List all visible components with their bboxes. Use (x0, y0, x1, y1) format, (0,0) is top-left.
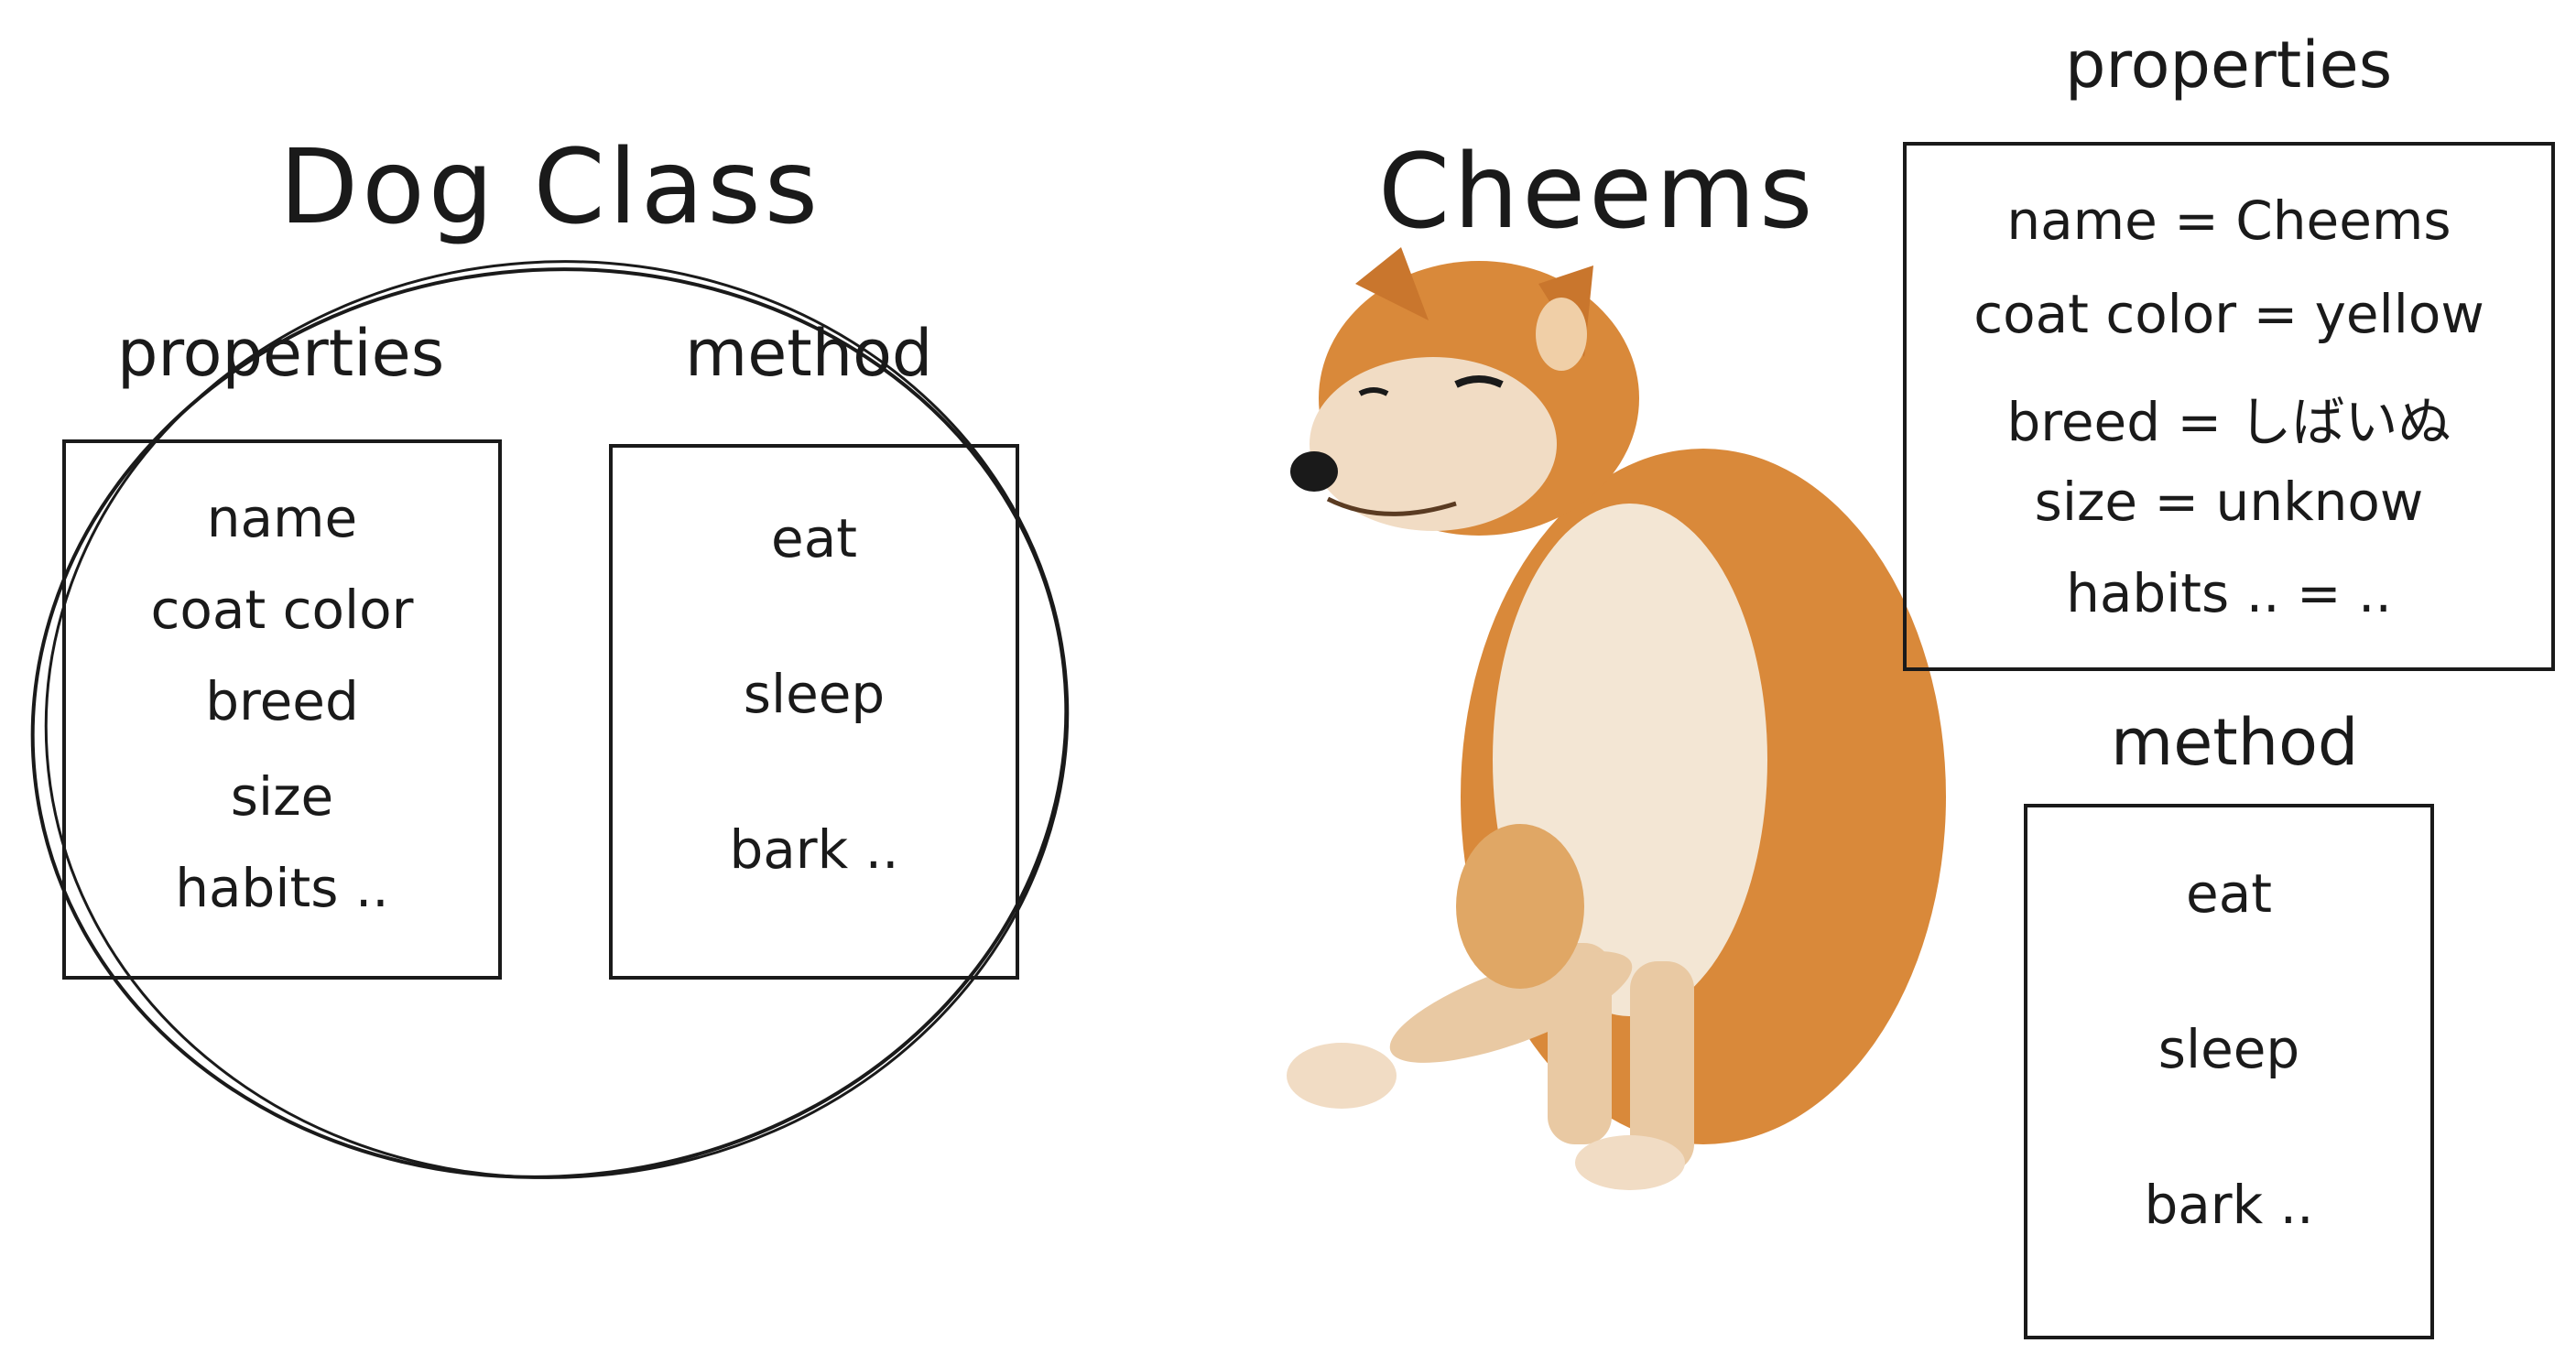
instance-properties-label: properties (2065, 27, 2393, 103)
class-prop-coat-color: coat color (150, 579, 414, 641)
class-prop-breed: breed (205, 670, 359, 732)
instance-prop-coat-color: coat color = yellow (1973, 283, 2484, 345)
dog-class-title: Dog Class (279, 128, 822, 247)
class-prop-habits: habits .. (175, 857, 389, 919)
instance-properties-box: name = Cheems coat color = yellow breed … (1903, 142, 2555, 671)
class-method-eat: eat (771, 507, 857, 569)
dog-class-properties-label: properties (117, 316, 445, 391)
instance-method-label: method (2111, 705, 2359, 780)
instance-prop-name: name = Cheems (2006, 190, 2451, 252)
instance-method-eat: eat (2186, 862, 2272, 925)
instance-prop-habits: habits .. = .. (2066, 562, 2392, 624)
instance-method-sleep: sleep (2158, 1018, 2300, 1080)
instance-title: Cheems (1378, 133, 1817, 252)
dog-class-properties-box: name coat color breed size habits .. (62, 439, 502, 980)
instance-prop-breed: breed = しばいぬ (2006, 391, 2451, 453)
instance-method-bark: bark .. (2144, 1174, 2314, 1236)
class-method-bark: bark .. (729, 818, 899, 881)
cheems-dog-illustration (1287, 247, 1946, 1190)
dog-class-method-box: eat sleep bark .. (609, 444, 1019, 980)
class-prop-name: name (206, 487, 358, 549)
instance-method-box: eat sleep bark .. (2024, 804, 2434, 1339)
class-prop-size: size (230, 765, 334, 828)
dog-class-method-label: method (685, 316, 933, 391)
instance-prop-size: size = unknow (2034, 471, 2424, 533)
class-method-sleep: sleep (743, 663, 886, 725)
